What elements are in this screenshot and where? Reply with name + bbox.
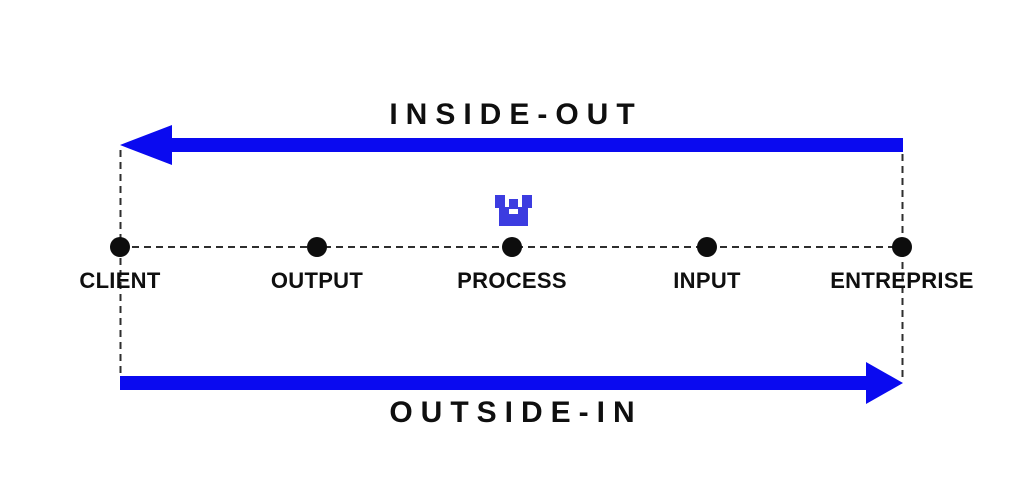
outside-in-arrow [120, 362, 903, 404]
node-dot-entreprise [892, 237, 912, 257]
outside-in-label: OUTSIDE-IN [389, 396, 643, 429]
node-label-entreprise: ENTREPRISE [830, 268, 974, 293]
node-label-process: PROCESS [457, 268, 567, 293]
node-dot-output [307, 237, 327, 257]
inside-out-arrow [120, 125, 903, 165]
node-dot-client [110, 237, 130, 257]
node-dot-process [502, 237, 522, 257]
node-dot-input [697, 237, 717, 257]
pixel-crown-icon [495, 195, 532, 226]
node-label-output: OUTPUT [270, 268, 364, 293]
dashed-guides [119, 150, 904, 380]
node-dots [110, 237, 912, 257]
node-label-input: INPUT [673, 268, 741, 293]
node-label-client: CLIENT [79, 268, 161, 293]
inside-out-label: INSIDE-OUT [389, 98, 643, 131]
